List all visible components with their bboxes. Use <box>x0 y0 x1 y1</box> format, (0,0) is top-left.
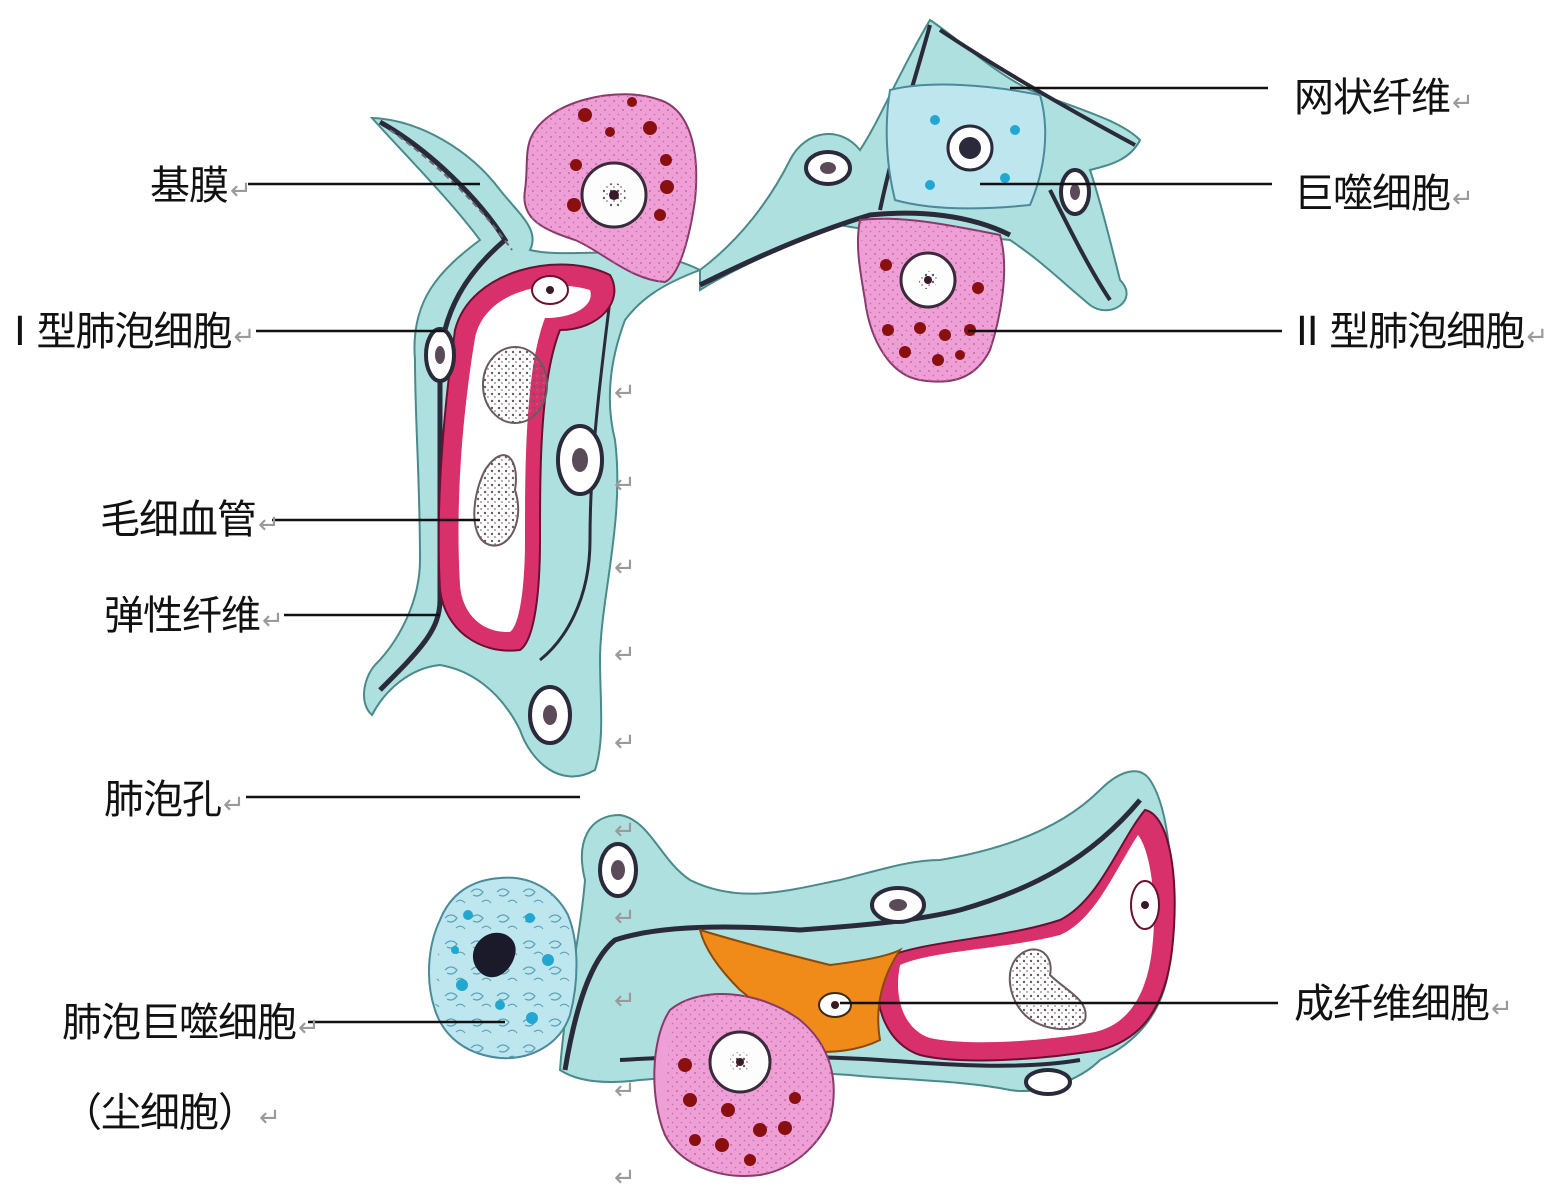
label-type1-cell: I 型肺泡细胞↵ <box>14 312 254 352</box>
label-text: II 型肺泡细胞 <box>1296 309 1524 355</box>
label-macrophage: 巨噬细胞↵ <box>1294 174 1473 214</box>
label-dust-cell: （尘细胞）↵ <box>62 1093 280 1133</box>
return-mark: ↵ <box>258 510 279 540</box>
label-text: （尘细胞） <box>62 1090 257 1136</box>
return-mark: ↵ <box>614 905 636 931</box>
return-mark: ↵ <box>614 642 636 668</box>
label-basement-membrane: 基膜↵ <box>150 166 251 206</box>
return-mark: ↵ <box>614 555 636 581</box>
return-mark: ↵ <box>614 818 636 844</box>
label-text: 毛细血管 <box>100 497 256 543</box>
label-reticular-fiber: 网状纤维↵ <box>1294 78 1473 118</box>
return-mark: ↵ <box>262 606 283 636</box>
label-text: 基膜 <box>150 163 228 209</box>
return-mark: ↵ <box>614 988 636 1014</box>
label-text: 肺泡孔 <box>104 777 221 823</box>
return-mark: ↵ <box>234 322 255 352</box>
return-mark: ↵ <box>298 1013 319 1043</box>
label-elastic-fiber: 弹性纤维↵ <box>104 596 283 636</box>
label-alveolar-macrophage: 肺泡巨噬细胞↵ <box>62 1003 319 1043</box>
return-mark: ↵ <box>614 1165 636 1191</box>
dust-cell <box>429 878 577 1059</box>
type2-cell-upper-right <box>858 219 1004 382</box>
return-mark: ↵ <box>614 472 636 498</box>
return-mark: ↵ <box>1491 994 1512 1024</box>
label-capillary: 毛细血管↵ <box>100 500 279 540</box>
label-text: 弹性纤维 <box>104 593 260 639</box>
return-mark: ↵ <box>1526 322 1547 352</box>
label-text: 网状纤维 <box>1294 75 1450 121</box>
label-text: 巨噬细胞 <box>1294 171 1450 217</box>
label-text: 成纤维细胞 <box>1294 981 1489 1027</box>
return-mark: ↵ <box>223 790 244 820</box>
label-text: I 型肺泡细胞 <box>14 309 232 355</box>
return-mark: ↵ <box>614 730 636 756</box>
return-mark: ↵ <box>1452 184 1473 214</box>
return-mark: ↵ <box>230 176 251 206</box>
return-mark: ↵ <box>259 1103 280 1133</box>
return-mark: ↵ <box>614 380 636 406</box>
return-mark: ↵ <box>1452 88 1473 118</box>
bottom-septum <box>560 771 1175 1094</box>
label-fibroblast: 成纤维细胞↵ <box>1294 984 1512 1024</box>
return-mark: ↵ <box>614 1078 636 1104</box>
label-text: 肺泡巨噬细胞 <box>62 1000 296 1046</box>
label-alveolar-pore: 肺泡孔↵ <box>104 780 244 820</box>
label-type2-cell: II 型肺泡细胞↵ <box>1296 312 1547 352</box>
